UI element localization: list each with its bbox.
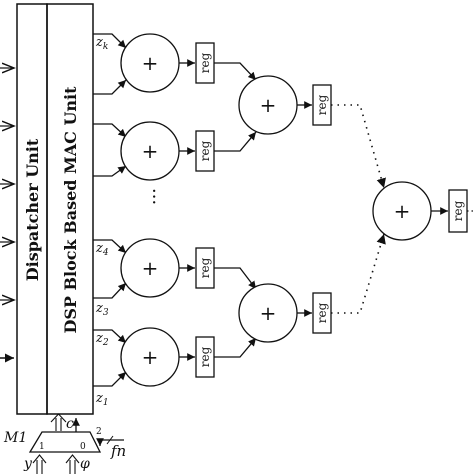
z-4-label: z4	[95, 241, 109, 258]
mux-input-1-label: 1	[39, 442, 45, 452]
svg-text:reg: reg	[198, 257, 212, 278]
mux-output-arrow	[50, 413, 67, 431]
final-adder-plus: +	[394, 199, 411, 223]
reg-to-stage-2-wires	[214, 62, 257, 358]
svg-text:reg: reg	[198, 140, 212, 161]
z-3-label: z3	[95, 301, 109, 318]
adder-stage-2	[238, 75, 298, 343]
mux-trapezoid	[28, 431, 102, 453]
svg-text:reg: reg	[315, 94, 329, 115]
z-2-label: z2	[95, 331, 109, 348]
svg-text:+: +	[260, 301, 277, 325]
svg-text:+: +	[260, 93, 277, 117]
vertical-ellipsis: ···	[143, 188, 164, 205]
y-input-arrow	[32, 454, 47, 474]
dispatcher-unit-label: Dispatcher Unit	[23, 138, 42, 281]
registers-stage-1-labels: reg reg reg reg	[198, 52, 212, 367]
svg-text:reg: reg	[315, 302, 329, 323]
svg-text:+: +	[142, 51, 159, 75]
fn-width-label: 2	[96, 427, 102, 437]
stage-1-to-reg-wires	[179, 59, 195, 361]
svg-text:+: +	[142, 345, 159, 369]
registers-stage-2	[312, 84, 332, 334]
final-register-label: reg	[451, 200, 465, 221]
mac-unit-block	[46, 3, 94, 415]
stage-2-to-reg-wires	[297, 101, 312, 317]
registers-stage-1	[195, 42, 215, 378]
phi-input-arrow	[65, 454, 80, 474]
fn-width-slash	[106, 435, 114, 445]
dispatcher-input-arrows	[0, 68, 14, 363]
phi-input-label: φ	[80, 456, 90, 472]
control-c-label: c	[66, 416, 74, 432]
mux-name-label: M1	[3, 430, 27, 446]
adder-stage-2-plus: + +	[260, 93, 277, 325]
y-input-label: y	[23, 456, 33, 472]
mux-input-0-label: 0	[80, 442, 86, 452]
adder-stage-1-plus: + + + +	[142, 51, 159, 369]
z-k-label: zk	[95, 35, 108, 52]
svg-text:reg: reg	[198, 52, 212, 73]
adder-stage-1	[120, 33, 180, 387]
z-1-label: z1	[95, 391, 109, 408]
svg-text:+: +	[142, 139, 159, 163]
registers-stage-2-labels: reg reg	[315, 94, 329, 323]
fn-select-line	[96, 438, 124, 446]
svg-text:reg: reg	[198, 346, 212, 367]
mac-unit-label: DSP Block Based MAC Unit	[61, 86, 80, 334]
fn-label: fn	[110, 442, 126, 460]
svg-text:+: +	[142, 256, 159, 280]
first-stage-wires	[93, 33, 127, 387]
